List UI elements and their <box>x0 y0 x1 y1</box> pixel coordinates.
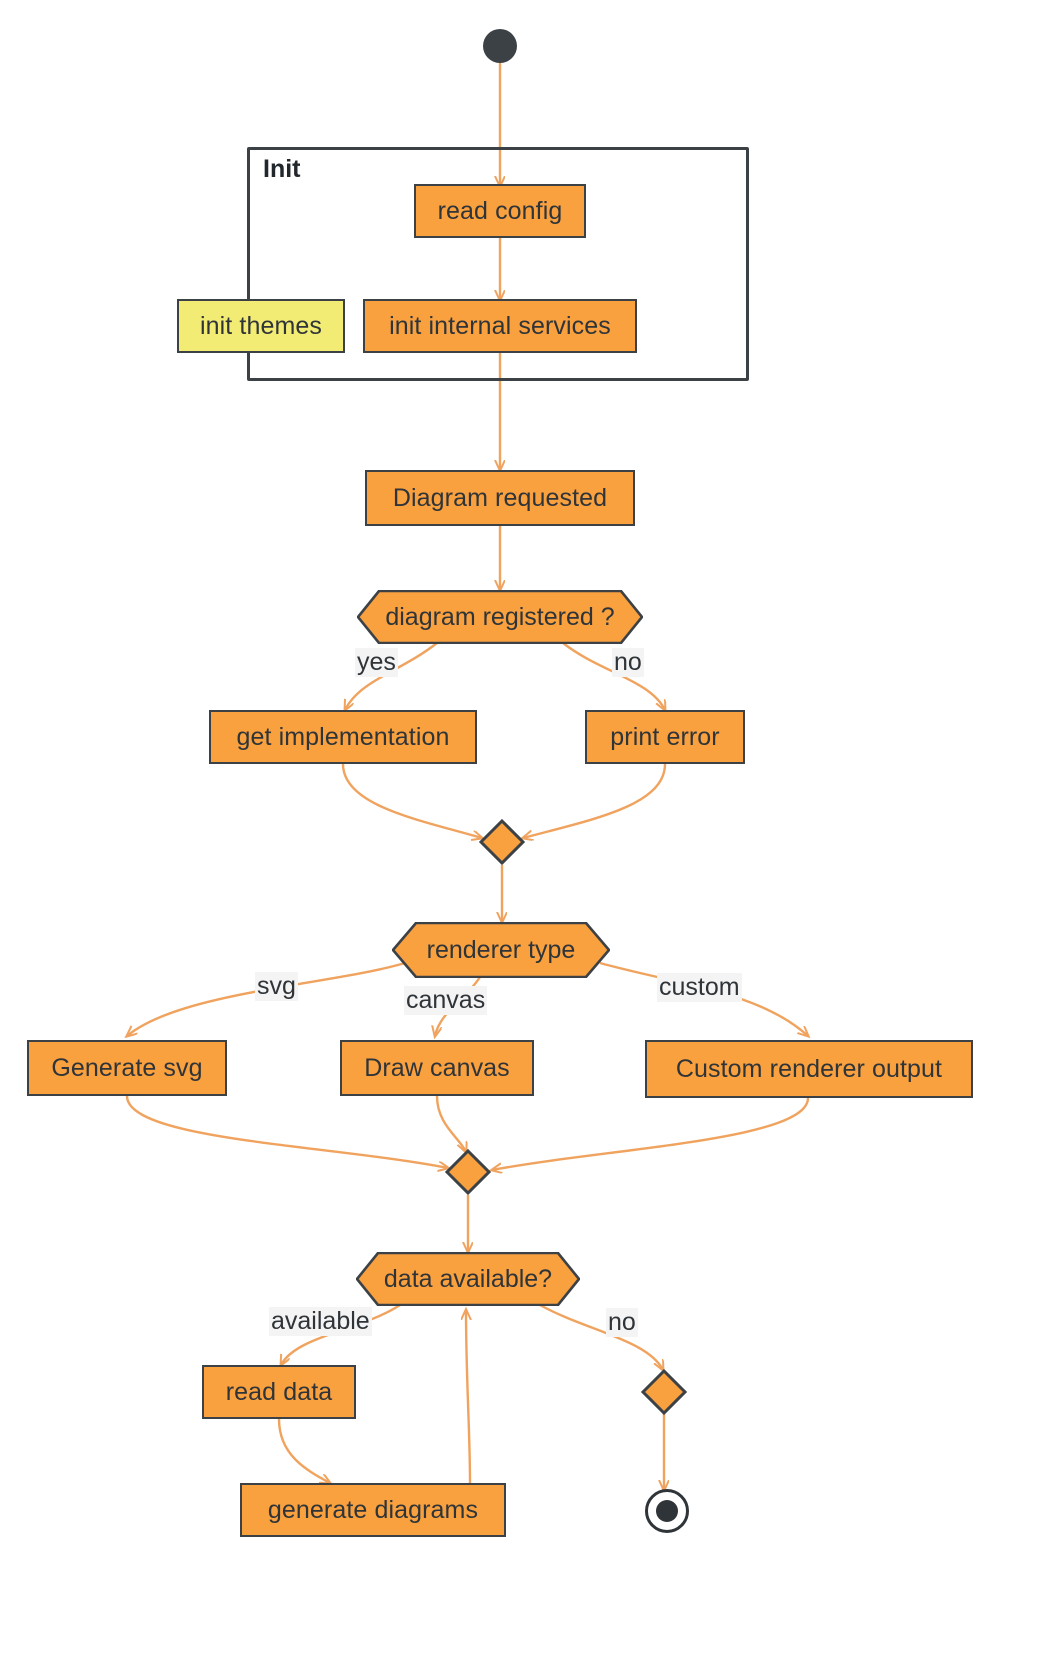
merge-node-2 <box>444 1148 492 1196</box>
edge-svg-merge2 <box>125 1095 448 1168</box>
node-label: Custom renderer output <box>675 1054 943 1083</box>
node-label: read config <box>437 196 563 225</box>
node-generate-svg[interactable]: Generate svg <box>27 1040 227 1096</box>
node-data-available[interactable]: data available? <box>356 1252 580 1306</box>
composite-group-label: Init <box>263 155 301 183</box>
node-init-themes[interactable]: init themes <box>177 299 345 353</box>
edge-label-no: no <box>612 648 644 677</box>
merge-node-3 <box>640 1368 688 1416</box>
hexagon-shape <box>357 590 643 644</box>
node-init-internal-services[interactable]: init internal services <box>363 299 637 353</box>
node-label: Diagram requested <box>392 483 608 512</box>
edge-label-canvas: canvas <box>404 986 488 1015</box>
node-label: renderer type <box>426 935 576 964</box>
end-node-circle <box>645 1489 689 1533</box>
node-label: data available? <box>383 1264 553 1293</box>
edge-label-available: available <box>269 1307 372 1336</box>
node-label: read data <box>225 1377 333 1406</box>
end-node-inner-dot <box>655 1499 679 1523</box>
hexagon-shape <box>392 922 610 978</box>
edge-label-svg: svg <box>255 972 298 1001</box>
node-label: print error <box>610 722 720 751</box>
edge-generatediagrams-dataavailable <box>466 1310 470 1484</box>
composite-group-init <box>247 147 749 381</box>
edge-dataavailable-no <box>539 1303 663 1370</box>
node-label: generate diagrams <box>267 1495 479 1524</box>
node-read-data[interactable]: read data <box>202 1365 356 1419</box>
node-label: init internal services <box>389 311 611 340</box>
edge-label-custom: custom <box>657 973 742 1002</box>
edge-readdata-generatediagrams <box>277 1418 330 1483</box>
node-generate-diagrams[interactable]: generate diagrams <box>240 1483 506 1537</box>
node-label: Draw canvas <box>364 1053 510 1082</box>
edge-getimpl-merge1 <box>341 763 482 838</box>
node-renderer-type[interactable]: renderer type <box>392 922 610 978</box>
edge-custom-merge2 <box>492 1097 810 1170</box>
node-read-config[interactable]: read config <box>414 184 586 238</box>
edge-printerror-merge1 <box>523 763 667 838</box>
node-draw-canvas[interactable]: Draw canvas <box>340 1040 534 1096</box>
node-label: get implementation <box>236 722 450 751</box>
node-label: diagram registered ? <box>385 602 615 631</box>
node-diagram-requested[interactable]: Diagram requested <box>365 470 635 526</box>
node-get-implementation[interactable]: get implementation <box>209 710 477 764</box>
node-custom-renderer-output[interactable]: Custom renderer output <box>645 1040 973 1098</box>
edge-label-yes: yes <box>355 648 398 677</box>
node-diagram-registered[interactable]: diagram registered ? <box>357 590 643 644</box>
merge-node-1 <box>478 818 526 866</box>
start-node-circle <box>483 29 517 63</box>
node-print-error[interactable]: print error <box>585 710 745 764</box>
node-label: Generate svg <box>51 1053 203 1082</box>
edge-canvas-merge2 <box>435 1095 466 1152</box>
node-label: init themes <box>200 311 322 340</box>
edge-label-no-2: no <box>606 1308 638 1337</box>
hexagon-shape <box>356 1252 580 1306</box>
